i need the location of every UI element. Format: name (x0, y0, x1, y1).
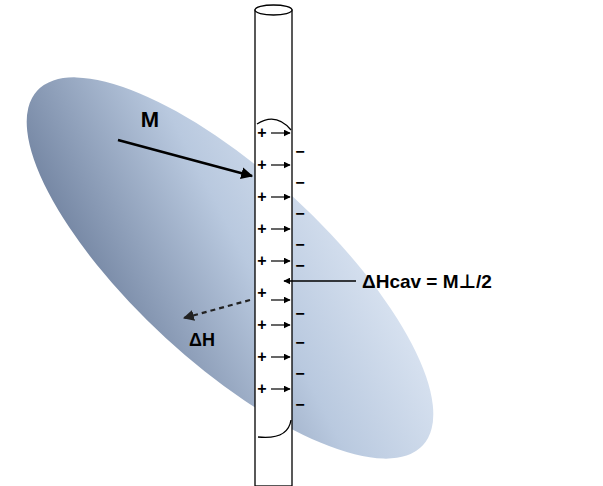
plus-charge: + (257, 221, 266, 237)
magnetization-arrow (118, 140, 252, 176)
plus-charge: + (257, 381, 266, 397)
vector-label: M (141, 109, 159, 131)
minus-charge: − (295, 258, 304, 274)
minus-charge: − (295, 306, 304, 322)
cavity-field-arrows (271, 133, 290, 389)
plus-charge: + (257, 125, 266, 141)
minus-charge: − (295, 206, 304, 222)
vector-label: ΔH (189, 331, 215, 349)
cylinder-cap (255, 5, 292, 15)
intersection-curve (258, 420, 291, 437)
demagnetizing-arrow (184, 300, 250, 318)
plus-charge: + (257, 157, 266, 173)
minus-charge: − (295, 175, 304, 191)
plus-charge: + (257, 285, 266, 301)
plus-charge: + (257, 349, 266, 365)
cylinder-cavity (255, 10, 292, 486)
plus-charge: + (257, 253, 266, 269)
leader-line (284, 280, 356, 281)
plus-charge: + (257, 317, 266, 333)
equation-label: ΔHcav = M⊥/2 (362, 272, 492, 291)
ellipsoid-sample (0, 21, 487, 486)
minus-charge: − (295, 237, 304, 253)
minus-charge: − (295, 397, 304, 413)
minus-charge: − (295, 144, 304, 160)
plus-charge: + (257, 189, 266, 205)
minus-charge: − (295, 335, 304, 351)
minus-charge: − (295, 366, 304, 382)
